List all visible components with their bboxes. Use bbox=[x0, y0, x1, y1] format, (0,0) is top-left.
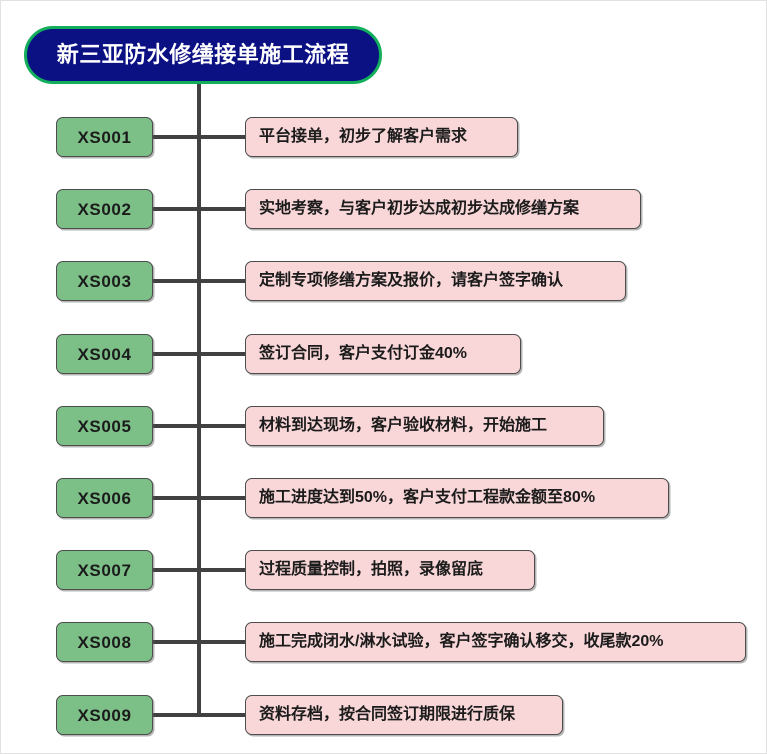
step-description-label: 过程质量控制，拍照，录像留底 bbox=[259, 561, 484, 578]
step-connector-line bbox=[153, 207, 245, 211]
step-description-label: 签订合同，客户支付订金40% bbox=[259, 345, 468, 362]
spine-trunk-line bbox=[197, 84, 201, 717]
step-row: XS007 过程质量控制，拍照，录像留底 bbox=[1, 550, 766, 590]
step-code-label: XS005 bbox=[77, 416, 132, 436]
step-description-label: 施工完成闭水/淋水试验，客户签字确认移交，收尾款20% bbox=[259, 633, 664, 650]
step-description-box[interactable]: 材料到达现场，客户验收材料，开始施工 bbox=[245, 406, 604, 446]
step-row: XS003 定制专项修缮方案及报价，请客户签字确认 bbox=[1, 261, 766, 301]
step-code-box[interactable]: XS009 bbox=[56, 695, 153, 735]
step-row: XS008 施工完成闭水/淋水试验，客户签字确认移交，收尾款20% bbox=[1, 622, 766, 662]
step-code-label: XS009 bbox=[77, 705, 132, 725]
step-connector-line bbox=[153, 424, 245, 428]
step-code-box[interactable]: XS004 bbox=[56, 334, 153, 374]
step-description-box[interactable]: 签订合同，客户支付订金40% bbox=[245, 334, 521, 374]
step-description-box[interactable]: 资料存档，按合同签订期限进行质保 bbox=[245, 695, 563, 735]
step-code-box[interactable]: XS001 bbox=[56, 117, 153, 157]
step-code-label: XS007 bbox=[77, 560, 132, 580]
step-code-box[interactable]: XS006 bbox=[56, 478, 153, 518]
step-code-label: XS001 bbox=[77, 127, 132, 147]
step-description-box[interactable]: 施工进度达到50%，客户支付工程款金额至80% bbox=[245, 478, 669, 518]
step-connector-line bbox=[153, 279, 245, 283]
step-code-label: XS004 bbox=[77, 344, 132, 364]
step-row: XS001 平台接单，初步了解客户需求 bbox=[1, 117, 766, 157]
step-row: XS005 材料到达现场，客户验收材料，开始施工 bbox=[1, 406, 766, 446]
step-description-box[interactable]: 平台接单，初步了解客户需求 bbox=[245, 117, 518, 157]
step-connector-line bbox=[153, 640, 245, 644]
step-connector-line bbox=[153, 568, 245, 572]
step-description-box[interactable]: 施工完成闭水/淋水试验，客户签字确认移交，收尾款20% bbox=[245, 622, 746, 662]
step-code-label: XS008 bbox=[77, 632, 132, 652]
step-code-box[interactable]: XS008 bbox=[56, 622, 153, 662]
step-description-label: 定制专项修缮方案及报价，请客户签字确认 bbox=[259, 272, 564, 289]
step-description-box[interactable]: 实地考察，与客户初步达成初步达成修缮方案 bbox=[245, 189, 641, 229]
page-title: 新三亚防水修缮接单施工流程 bbox=[56, 42, 350, 67]
step-row: XS002 实地考察，与客户初步达成初步达成修缮方案 bbox=[1, 189, 766, 229]
step-connector-line bbox=[153, 352, 245, 356]
step-row: XS004 签订合同，客户支付订金40% bbox=[1, 334, 766, 374]
step-code-box[interactable]: XS002 bbox=[56, 189, 153, 229]
step-description-label: 材料到达现场，客户验收材料，开始施工 bbox=[259, 417, 548, 434]
flowchart-title-box: 新三亚防水修缮接单施工流程 bbox=[24, 26, 382, 84]
step-code-label: XS003 bbox=[77, 271, 132, 291]
step-code-box[interactable]: XS007 bbox=[56, 550, 153, 590]
step-description-label: 施工进度达到50%，客户支付工程款金额至80% bbox=[259, 489, 596, 506]
step-description-box[interactable]: 定制专项修缮方案及报价，请客户签字确认 bbox=[245, 261, 626, 301]
step-row: XS009 资料存档，按合同签订期限进行质保 bbox=[1, 695, 766, 735]
step-code-label: XS002 bbox=[77, 199, 132, 219]
step-code-box[interactable]: XS003 bbox=[56, 261, 153, 301]
step-code-label: XS006 bbox=[77, 488, 132, 508]
step-connector-line bbox=[153, 496, 245, 500]
step-description-label: 平台接单，初步了解客户需求 bbox=[259, 128, 468, 145]
step-description-box[interactable]: 过程质量控制，拍照，录像留底 bbox=[245, 550, 535, 590]
step-row: XS006 施工进度达到50%，客户支付工程款金额至80% bbox=[1, 478, 766, 518]
step-code-box[interactable]: XS005 bbox=[56, 406, 153, 446]
step-connector-line bbox=[153, 713, 245, 717]
step-description-label: 实地考察，与客户初步达成初步达成修缮方案 bbox=[259, 200, 580, 217]
step-description-label: 资料存档，按合同签订期限进行质保 bbox=[259, 706, 516, 723]
step-connector-line bbox=[153, 135, 245, 139]
